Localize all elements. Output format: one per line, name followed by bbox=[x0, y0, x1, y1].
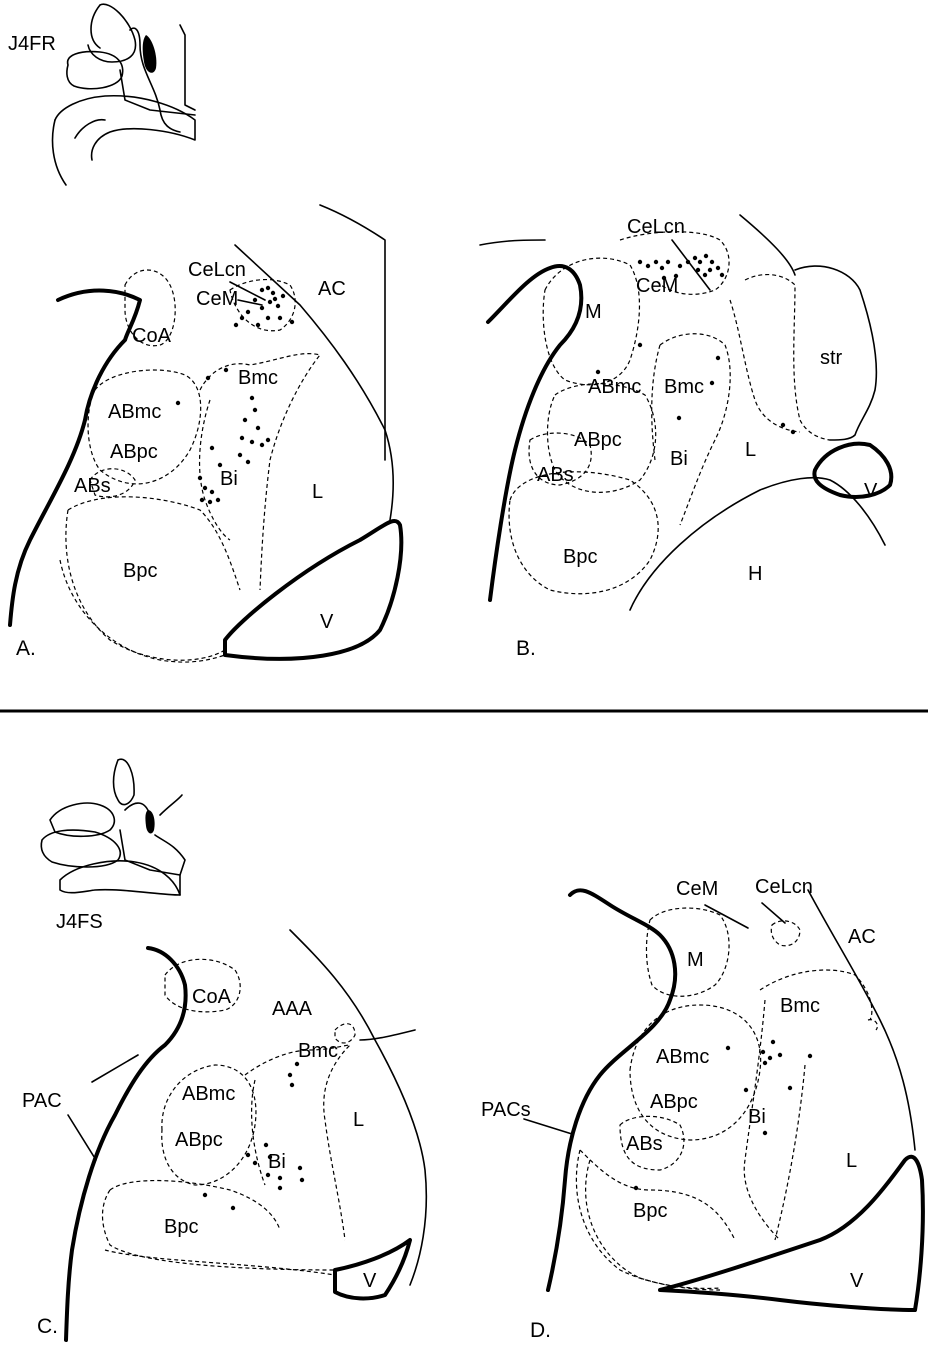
panel-c-label-bi: Bi bbox=[268, 1151, 286, 1173]
panel-a-label-bmc: Bmc bbox=[238, 367, 278, 389]
panel-a-label-celcn: CeLcn bbox=[188, 259, 246, 281]
panel-c-label-abpc: ABpc bbox=[175, 1129, 223, 1151]
panel-b-label-bpc: Bpc bbox=[563, 546, 597, 568]
panel-d-label-abpc: ABpc bbox=[650, 1091, 698, 1113]
panel-b-label-m: M bbox=[585, 301, 602, 323]
panel-d-label-bi: Bi bbox=[748, 1106, 766, 1128]
panel-d-label-m: M bbox=[687, 949, 704, 971]
panel-b-label-abs: ABs bbox=[537, 464, 574, 486]
panel-c: CoA AAA Bmc PAC ABmc L ABpc Bi Bpc V C. bbox=[22, 930, 426, 1340]
panel-a-letter: A. bbox=[16, 637, 36, 660]
panel-b-label-celcn: CeLcn bbox=[627, 216, 685, 238]
panel-a-label-abmc: ABmc bbox=[108, 401, 161, 423]
panel-a-label-coa: CoA bbox=[132, 325, 172, 347]
panel-c-letter: C. bbox=[37, 1315, 58, 1338]
panel-d-label-v: V bbox=[850, 1270, 864, 1292]
panel-a-label-l: L bbox=[312, 481, 323, 503]
panel-d-label-l: L bbox=[846, 1150, 857, 1172]
panel-b: CeLcn CeM M str ABmc Bmc ABpc Bi L ABs V… bbox=[480, 215, 891, 660]
top-inset-label: J4FR bbox=[8, 33, 56, 55]
panel-c-label-abmc: ABmc bbox=[182, 1083, 235, 1105]
panel-b-label-abmc: ABmc bbox=[588, 376, 641, 398]
panel-d-label-cem: CeM bbox=[676, 878, 718, 900]
panel-b-letter: B. bbox=[516, 637, 536, 660]
panel-a-label-ac: AC bbox=[318, 278, 346, 300]
panel-a-label-abs: ABs bbox=[74, 475, 111, 497]
bottom-inset-brain-outline bbox=[41, 759, 185, 895]
panel-a-label-bpc: Bpc bbox=[123, 560, 157, 582]
panel-b-label-l: L bbox=[745, 439, 756, 461]
panel-d-label-bmc: Bmc bbox=[780, 995, 820, 1017]
panel-c-label-l: L bbox=[353, 1109, 364, 1131]
panel-c-label-pac: PAC bbox=[22, 1090, 62, 1112]
panel-b-label-str: str bbox=[820, 347, 843, 369]
panel-b-label-cem: CeM bbox=[636, 275, 678, 297]
top-inset-brain-outline bbox=[53, 4, 195, 185]
panel-d-label-pacs: PACs bbox=[481, 1099, 531, 1121]
panel-d-label-bpc: Bpc bbox=[633, 1200, 667, 1222]
panel-d-letter: D. bbox=[530, 1319, 551, 1342]
panel-a: CeLcn CeM AC CoA Bmc ABmc ABpc ABs Bi L … bbox=[10, 205, 401, 662]
panel-d-label-celcn: CeLcn bbox=[755, 876, 813, 898]
panel-c-label-bpc: Bpc bbox=[164, 1216, 198, 1238]
panel-c-label-coa: CoA bbox=[192, 986, 232, 1008]
panel-d-label-abs: ABs bbox=[626, 1133, 663, 1155]
panel-b-labeled-cells bbox=[596, 254, 795, 434]
panel-b-label-h: H bbox=[748, 563, 762, 585]
panel-b-label-v: V bbox=[864, 480, 878, 502]
panel-d: CeM CeLcn AC M Bmc ABmc PACs ABpc Bi ABs… bbox=[481, 876, 923, 1342]
panel-d-label-ac: AC bbox=[848, 926, 876, 948]
bottom-inset-label: J4FS bbox=[56, 911, 103, 933]
panel-a-label-v: V bbox=[320, 611, 334, 633]
panel-b-label-abpc: ABpc bbox=[574, 429, 622, 451]
panel-a-label-cem: CeM bbox=[196, 288, 238, 310]
panel-d-label-abmc: ABmc bbox=[656, 1046, 709, 1068]
panel-c-label-v: V bbox=[363, 1270, 377, 1292]
panel-c-label-bmc: Bmc bbox=[298, 1040, 338, 1062]
panel-b-label-bi: Bi bbox=[670, 448, 688, 470]
panel-a-label-abpc: ABpc bbox=[110, 441, 158, 463]
panel-c-label-aaa: AAA bbox=[272, 998, 313, 1020]
panel-a-label-bi: Bi bbox=[220, 468, 238, 490]
panel-b-label-bmc: Bmc bbox=[664, 376, 704, 398]
